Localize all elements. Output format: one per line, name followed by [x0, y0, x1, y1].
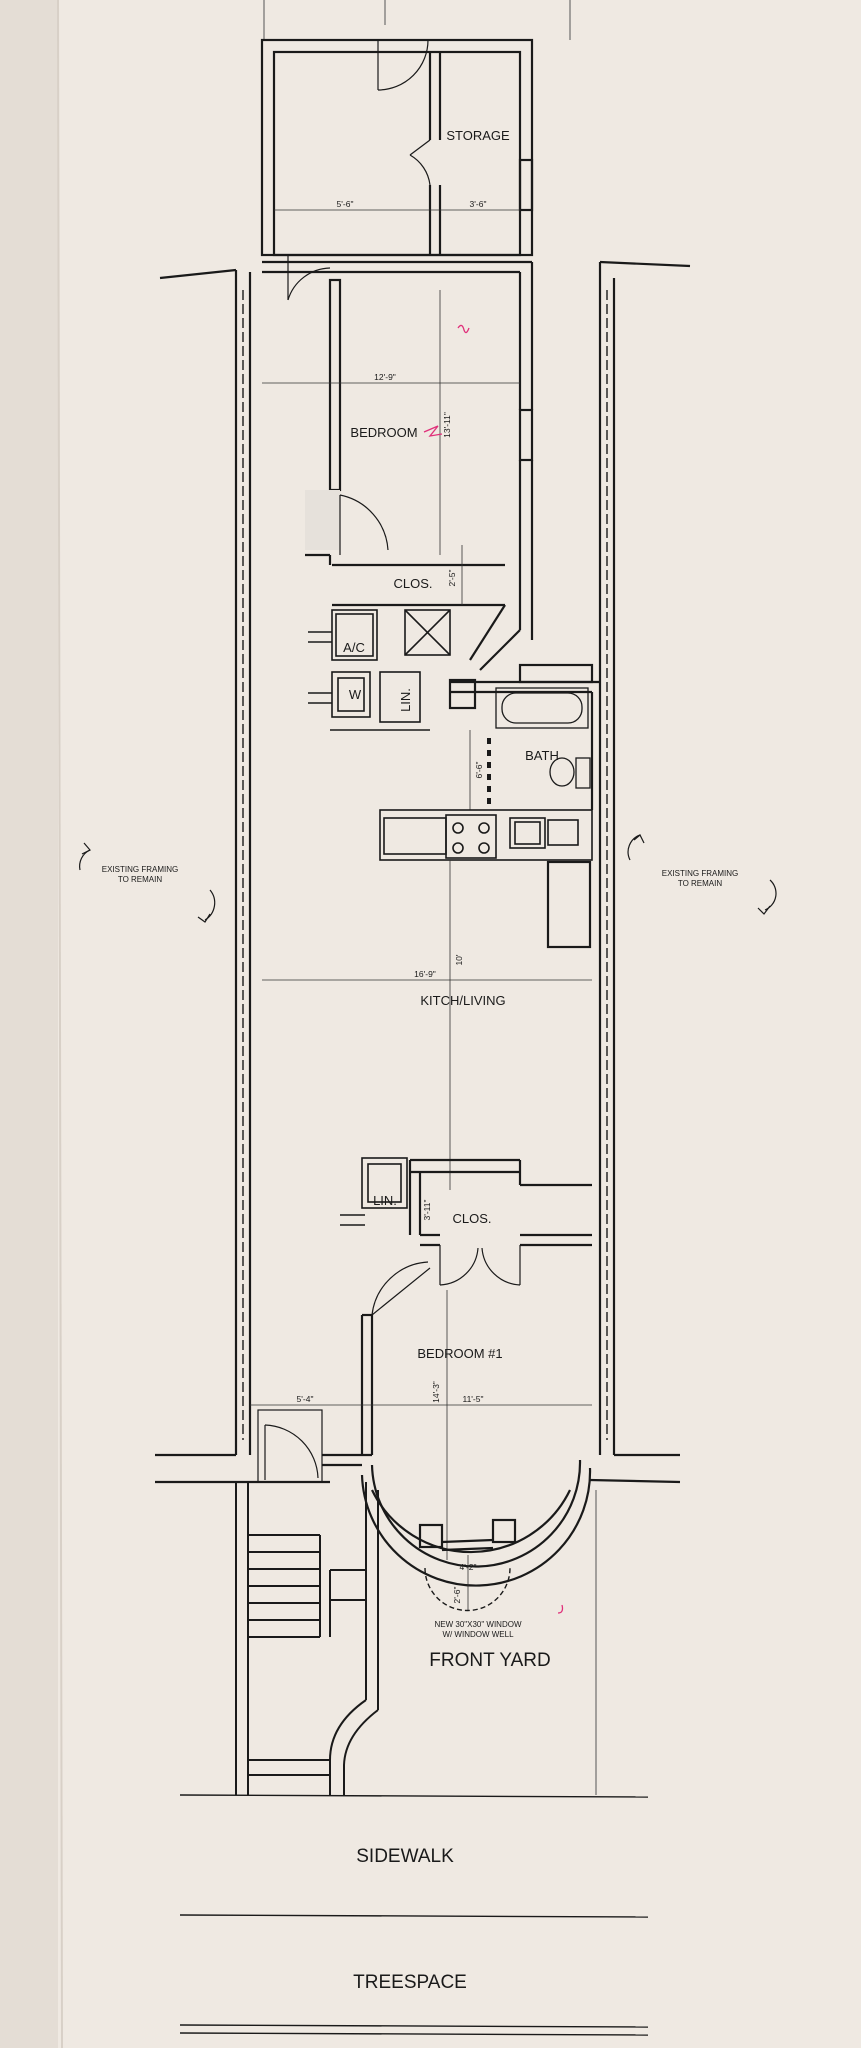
rear-bedroom-door [305, 490, 389, 555]
bedroom1-door [371, 1261, 431, 1316]
rear-bedroom-walls [262, 260, 534, 671]
dim-bedroom-depth: 13'-11" [442, 412, 452, 438]
note-framing-left-1: EXISTING FRAMING [102, 865, 178, 874]
kitchen-counters [379, 809, 593, 949]
paper-fold-line [57, 0, 63, 2048]
note-framing-left-2: TO REMAIN [118, 875, 163, 884]
toilet [549, 757, 591, 789]
dim-bath-depth: 6'-6" [474, 762, 484, 779]
room-label-closet-front: CLOS. [452, 1211, 491, 1226]
linen-front [340, 1157, 408, 1226]
bath-pocket-door-dots [487, 738, 491, 804]
paper-fold-shadow [0, 0, 58, 2048]
label-treespace: TREESPACE [353, 1972, 467, 1993]
existing-framing-dashed [242, 290, 608, 1440]
street-lines [179, 1794, 649, 2036]
dim-storage-left: 5'-6" [337, 199, 354, 209]
note-window-2: W/ WINDOW WELL [442, 1630, 514, 1639]
dim-bedroom-width: 12'-9" [374, 372, 396, 382]
front-bedroom-walls [322, 1158, 592, 1467]
storage-room-walls [260, 38, 534, 257]
note-window-1: NEW 30"X30" WINDOW [434, 1620, 521, 1629]
room-label-bath: BATH [525, 748, 559, 763]
dim-storage-right: 3'-6" [470, 199, 487, 209]
label-front-yard: FRONT YARD [429, 1650, 550, 1671]
mechanical-area [308, 609, 451, 731]
room-label-kitchen-living: KITCH/LIVING [420, 993, 505, 1008]
framing-arrows [79, 834, 777, 923]
bay-window [360, 1459, 592, 1587]
dim-living-depth: 10' [454, 954, 464, 965]
label-linen-rear: LIN. [398, 688, 413, 712]
bath-walls [448, 663, 600, 810]
living-dim-lines [262, 860, 592, 1190]
label-linen-front: LIN. [373, 1193, 397, 1208]
front-stair [235, 1482, 379, 1795]
dim-bay-width: 4'-2" [460, 1562, 477, 1572]
dim-living-width: 16'-9" [414, 969, 436, 979]
dim-bedroom1-depth: 14'-3" [431, 1381, 441, 1403]
dim-bedroom1-width: 11'-5" [462, 1394, 483, 1404]
room-label-storage: STORAGE [446, 128, 510, 143]
dim-window-well: 2'-6" [452, 1587, 462, 1604]
dim-entry-width: 5'-4" [297, 1394, 314, 1404]
note-framing-right-2: TO REMAIN [678, 879, 723, 888]
note-framing-right-1: EXISTING FRAMING [662, 869, 738, 878]
dim-closet-depth: 2'-5" [447, 570, 457, 587]
dim-front-closet: 3'-11" [422, 1199, 432, 1220]
room-label-bedroom-1: BEDROOM #1 [417, 1346, 502, 1361]
label-ac: A/C [343, 640, 365, 655]
pink-markup-window [557, 1604, 564, 1614]
label-washer: W [349, 687, 362, 702]
storage-doors [287, 39, 431, 301]
exterior-walls [155, 260, 691, 1484]
room-label-closet-rear: CLOS. [393, 576, 432, 591]
front-closet-doors [439, 1245, 521, 1286]
lot-lines [263, 0, 597, 1795]
label-sidewalk: SIDEWALK [356, 1846, 454, 1867]
room-label-bedroom: BEDROOM [350, 425, 417, 440]
bedroom1-dim-lines [250, 1290, 592, 1560]
pink-markup-marks [423, 324, 470, 437]
bathtub [495, 687, 589, 729]
entry-door [257, 1409, 323, 1483]
window-well [424, 1567, 511, 1612]
